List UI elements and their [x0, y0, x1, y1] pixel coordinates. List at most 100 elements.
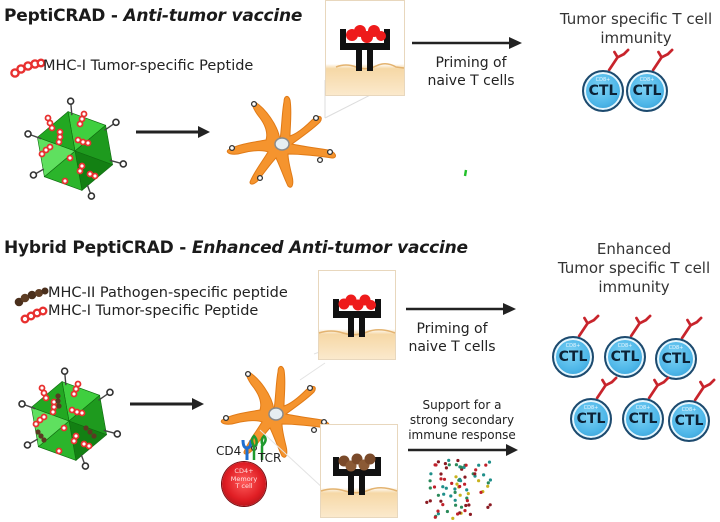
cd4-label: CD4: [216, 444, 242, 458]
ctl-label: CTL: [661, 350, 691, 367]
receptor-arm: [647, 376, 670, 400]
priming-line-2: naive T cells: [408, 339, 496, 355]
cytokine-dot: [456, 512, 460, 516]
cytokine-dot: [442, 492, 446, 496]
cytokine-dot: [486, 484, 490, 488]
cytokine-dot: [473, 474, 477, 478]
cytokine-dot: [477, 479, 481, 483]
cytokine-dot: [436, 460, 440, 464]
ctl-sublabel: CD8+: [639, 76, 655, 83]
mhc2-peptide-bead: [55, 398, 61, 404]
ctl-sublabel: CD8+: [681, 406, 697, 413]
ctl-cell: CD8+CTL: [570, 376, 618, 440]
cytokine-dot: [453, 487, 457, 491]
tcr-receptor-icon: [647, 376, 670, 400]
cytokine-dot: [436, 509, 440, 513]
mhc1-peptide-bead: [85, 442, 93, 450]
panel1-title-bold: PeptiCRAD -: [4, 6, 124, 26]
tcr-receptor-icon: [693, 378, 716, 402]
mhc1-zoom-box: [325, 0, 405, 96]
cytokine-dot: [464, 463, 468, 467]
cytokine-dot: [479, 490, 483, 494]
ctl-cell: CD8+CTL: [626, 48, 674, 112]
mhc1-peptide-bead: [55, 447, 63, 455]
cytokine-dot: [486, 505, 490, 509]
receptor-arm: [577, 314, 600, 338]
dendritic-mhc-receptor: [316, 156, 324, 164]
mhc2-peptide-bead: [38, 433, 44, 439]
tcr-receptor-icon: [595, 376, 618, 400]
result-line-1: Tumor specific T cell: [559, 10, 713, 28]
virus-fiber-knob: [60, 367, 69, 375]
ctl-sublabel: CD8+: [595, 76, 611, 83]
support-line-3: immune response: [408, 428, 516, 442]
mhc1-peptide-bead: [70, 390, 78, 398]
cytokine-dot: [453, 498, 457, 502]
arrow-icon: [130, 398, 204, 410]
mhc2-receptor-icon: [320, 453, 398, 495]
mhc1-peptide-bead: [46, 143, 54, 151]
cytokine-dot: [428, 479, 432, 483]
ctl-sublabel: CD8+: [635, 404, 651, 411]
virus-fiber-knob: [106, 388, 114, 397]
cytokine-dot: [463, 509, 467, 513]
cytokine-dot: [482, 473, 486, 477]
ctl-label: CTL: [610, 348, 640, 365]
ctl-body: CD8+CTL: [582, 70, 624, 112]
virus-fiber-knob: [81, 462, 90, 470]
panel1-priming-label: Priming of naive T cells: [416, 54, 526, 90]
cytokine-dot: [439, 477, 443, 481]
tcr-receptor-icon: [651, 48, 674, 72]
mhc1-peptide-bead: [84, 139, 92, 147]
dendritic-cell-nucleus: [268, 407, 284, 421]
dendritic-mhc-receptor: [310, 426, 318, 434]
adenovirus-particle: [24, 97, 128, 200]
cytokine-dot: [436, 512, 440, 516]
cytokine-dot: [442, 477, 447, 481]
result-line-2: immunity: [600, 29, 672, 47]
mhc1-peptide-bead: [76, 167, 84, 175]
mhc1-receptor-icon: [318, 294, 396, 337]
virus-fiber-knob: [113, 430, 122, 438]
ctl-sublabel: CD8+: [668, 344, 684, 351]
cytokine-dot: [464, 503, 468, 508]
cytokine-dot: [433, 515, 437, 519]
cytokine-dot: [463, 475, 467, 479]
mhc2-peptide-bead: [35, 429, 41, 435]
dendritic-mhc-receptor: [250, 100, 258, 108]
mhc1-peptide-bead: [78, 409, 86, 417]
cytokine-dot: [454, 475, 458, 479]
cytokine-dot: [444, 486, 448, 490]
mhc1-peptide-bead: [40, 413, 48, 421]
panel1-title-italic: Anti-tumor vaccine: [123, 6, 303, 26]
tcr-receptor-icon: [577, 314, 600, 338]
result-line-1: Enhanced: [596, 240, 672, 258]
ctl-sublabel: CD8+: [617, 342, 633, 349]
tcr-receptor-icon: [680, 316, 703, 340]
ctl-body: CD8+CTL: [622, 398, 664, 440]
ctl-body: CD8+CTL: [570, 398, 612, 440]
ctl-label: CTL: [588, 82, 618, 99]
cytokine-dot: [487, 460, 492, 464]
virus-fiber-knob: [18, 400, 26, 408]
receptor-arm: [607, 48, 630, 72]
arrow-icon: [136, 126, 210, 138]
cytokine-dot: [450, 481, 454, 485]
support-arrow-icon: [408, 444, 518, 456]
cytokine-dot: [447, 463, 451, 467]
dendritic-mhc-receptor: [306, 384, 314, 392]
ctl-label: CTL: [632, 82, 662, 99]
cytokine-dot: [449, 494, 453, 498]
cytokine-dot: [477, 463, 481, 467]
cytokine-dot: [436, 493, 440, 497]
receptor-arm: [680, 316, 703, 340]
ctl-label: CTL: [628, 410, 658, 427]
cytokine-dot: [459, 505, 464, 509]
dendritic-cell-nucleus: [274, 137, 290, 151]
hybrid-adenovirus-particle: [18, 367, 122, 470]
tcr-receptor-icon: [250, 434, 267, 460]
ctl-body: CD8+CTL: [655, 338, 697, 380]
brown-peptide-chain-icon: [14, 287, 49, 307]
mhc1-peptide-bead: [55, 138, 63, 146]
green-receptor-icon: [463, 169, 468, 177]
